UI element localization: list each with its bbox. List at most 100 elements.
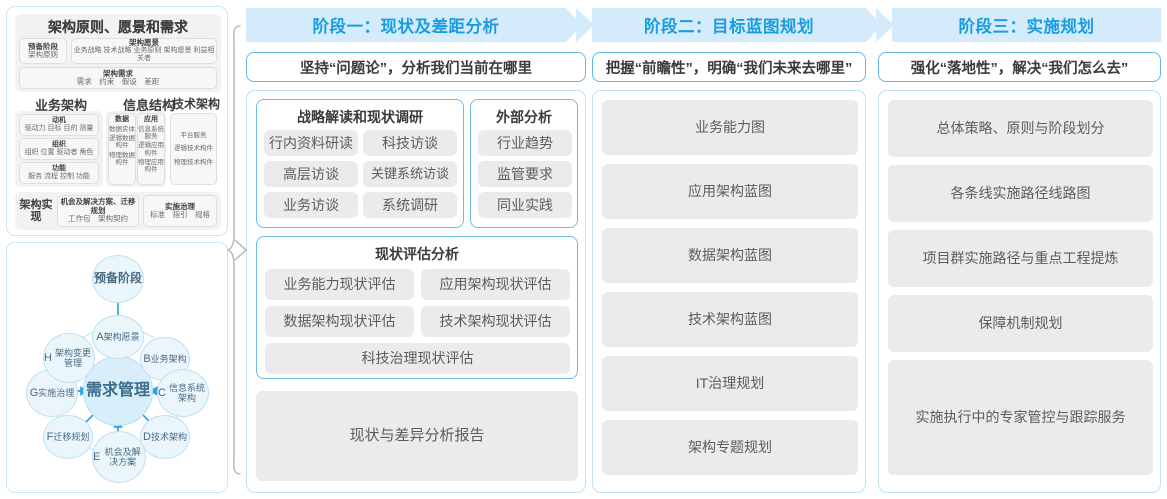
- phase-separator-2-icon: [866, 8, 892, 42]
- chip-line-implementation-roadmap[interactable]: 各条线实施路径线路图: [888, 165, 1153, 222]
- adm-cycle-card: 预备阶段 需求管理 A 架构愿景 B 业务架构 C 信息系统架构: [6, 242, 228, 493]
- chip-business-capability-map[interactable]: 业务能力图: [602, 100, 858, 155]
- chip-it-governance-planning[interactable]: IT治理规划: [602, 356, 858, 411]
- chip-application-architecture-assessment[interactable]: 应用架构现状评估: [421, 269, 570, 300]
- architecture-vision-sub: 业务战略 技术战略 业务原则 架构愿景 利益相关者: [73, 47, 215, 63]
- chip-tech-interview[interactable]: 科技访谈: [363, 130, 457, 156]
- adm-node-c-id: C: [158, 386, 166, 399]
- information-system-service: 信息系统服务: [138, 125, 164, 141]
- chip-internal-docs[interactable]: 行内资料研读: [264, 130, 358, 156]
- technology-architecture-heading: 技术架构: [171, 97, 220, 111]
- chip-architecture-topic-planning[interactable]: 架构专题规划: [602, 420, 858, 475]
- application-column-title: 应用: [144, 116, 158, 123]
- information-structure-heading: 信息结构: [122, 98, 175, 113]
- phase-1-header: 阶段一：现状及差距分析: [246, 8, 566, 42]
- opportunities-migration-box: 机会及解决方案、迁移规划 工作包 架构契约: [57, 195, 139, 227]
- phase-1-report-chip[interactable]: 现状与差异分析报告: [256, 391, 578, 481]
- adm-node-preliminary-label: 预备阶段: [93, 271, 142, 286]
- chip-business-capability-assessment[interactable]: 业务能力现状评估: [265, 269, 414, 300]
- chip-data-architecture-blueprint[interactable]: 数据架构蓝图: [602, 228, 858, 283]
- adm-node-c[interactable]: C 信息系统架构: [157, 369, 209, 417]
- physical-data-component: 物理数据构件: [109, 151, 135, 166]
- phase-1-body: 战略解读和现状调研 行内资料研读 科技访谈 高层访谈 关键系统访谈 业务访谈 系…: [246, 90, 586, 493]
- chip-system-survey[interactable]: 系统调研: [363, 192, 457, 218]
- opportunities-migration-sub: 工作包 架构契约: [68, 214, 128, 224]
- prep-stage-box: 预备阶段 架构原则: [19, 38, 67, 64]
- business-architecture-heading: 业务架构: [34, 98, 87, 113]
- adm-node-e-label: 机会及解决方案: [104, 446, 141, 467]
- adm-node-e[interactable]: E 机会及解决方案: [92, 431, 146, 483]
- motivation-box: 动机 驱动力 目标 目的 测量: [19, 114, 99, 136]
- phase-separator-1-icon: [566, 8, 592, 42]
- realization-label: 架构实现: [19, 199, 53, 224]
- chip-tech-governance-assessment[interactable]: 科技治理现状评估: [265, 343, 570, 374]
- application-column-box: 应用 信息系统服务 逻辑应用构件 物理应用构件: [137, 113, 165, 185]
- chip-data-architecture-assessment[interactable]: 数据架构现状评估: [265, 306, 414, 337]
- prep-stage-title: 预备阶段: [28, 41, 58, 51]
- chip-exec-interview[interactable]: 高层访谈: [264, 161, 358, 187]
- adm-node-b[interactable]: B 业务架构: [140, 337, 190, 381]
- adm-node-a[interactable]: A 架构愿景: [92, 315, 144, 359]
- adm-node-preliminary[interactable]: 预备阶段: [92, 255, 144, 303]
- chip-peer-practices[interactable]: 同业实践: [478, 192, 572, 218]
- adm-node-d[interactable]: D 技术架构: [140, 415, 190, 459]
- organization-title: 组织: [52, 141, 66, 149]
- framework-title-text: 架构原则、愿景和需求: [48, 19, 188, 35]
- architecture-framework-card: 架构原则、愿景和需求 架构原则、愿景和需求 预备阶段 架构原则 架构愿景 业务战…: [6, 6, 228, 236]
- phase-2-subtitle: 把握“前瞻性”，明确“我们未来去哪里”: [592, 52, 866, 82]
- adm-node-a-id: A: [96, 330, 104, 343]
- adm-node-f-id: F: [46, 430, 54, 443]
- function-box: 功能 服务 流程 控制 功能: [19, 162, 99, 184]
- opportunities-migration-title: 机会及解决方案、迁移规划: [60, 197, 136, 215]
- current-state-assessment-title: 现状评估分析: [375, 246, 459, 262]
- adm-node-b-id: B: [143, 352, 151, 365]
- adm-node-d-label: 技术架构: [150, 431, 187, 442]
- physical-technology-component: 物理技术构件: [174, 158, 213, 166]
- chip-technology-architecture-blueprint[interactable]: 技术架构蓝图: [602, 292, 858, 347]
- phase-1-subtitle: 坚持“问题论”，分析我们当前在哪里: [246, 52, 586, 82]
- chip-program-implementation-path[interactable]: 项目群实施路径与重点工程提炼: [888, 230, 1153, 287]
- chip-assurance-mechanism-planning[interactable]: 保障机制规划: [888, 295, 1153, 352]
- architecture-vision-title: 架构愿景: [129, 37, 159, 47]
- strategy-research-title: 战略解读和现状调研: [297, 109, 423, 125]
- organization-box: 组织 组织 位置 驱动者 角色: [19, 138, 99, 160]
- external-analysis-card: 外部分析 行业趋势 监管要求 同业实践: [470, 99, 578, 228]
- logical-application-component: 逻辑应用构件: [138, 142, 164, 157]
- chip-regulatory-requirements[interactable]: 监管要求: [478, 161, 572, 187]
- chip-technology-architecture-assessment[interactable]: 技术架构现状评估: [421, 306, 570, 337]
- current-state-assessment-card: 现状评估分析 业务能力现状评估 应用架构现状评估 数据架构现状评估 技术架构现状…: [256, 236, 578, 379]
- data-column-box: 数据 数据实体 逻辑数据构件 物理数据构件: [108, 113, 136, 185]
- chip-industry-trends[interactable]: 行业趋势: [478, 130, 572, 156]
- adm-node-b-label: 业务架构: [150, 353, 187, 364]
- technology-architecture-panel: 平台服务 逻辑技术构件 物理技术构件: [170, 113, 217, 185]
- organization-sub: 组织 位置 驱动者 角色: [24, 149, 94, 156]
- phase-3-subtitle: 强化“落地性”，解决“我们怎么去”: [878, 52, 1161, 82]
- motivation-title: 动机: [52, 117, 66, 125]
- adm-cycle-diagram: 预备阶段 需求管理 A 架构愿景 B 业务架构 C 信息系统架构: [7, 243, 229, 494]
- adm-node-h-id: H: [44, 351, 52, 364]
- data-column-title: 数据: [115, 116, 129, 123]
- adm-node-h-label: 架构变更管理: [54, 347, 91, 368]
- chip-business-interview[interactable]: 业务访谈: [264, 192, 358, 218]
- implementation-governance-sub: 标准 指引 规格: [150, 210, 210, 219]
- function-sub: 服务 流程 控制 功能: [28, 173, 90, 180]
- adm-node-a-label: 架构愿景: [103, 331, 140, 342]
- chip-key-system-interview[interactable]: 关键系统访谈: [363, 161, 457, 187]
- left-column: 架构原则、愿景和需求 架构原则、愿景和需求 预备阶段 架构原则 架构愿景 业务战…: [6, 6, 228, 493]
- architecture-requirements-sub: 需求 约束 假设 差距: [76, 77, 160, 86]
- adm-node-h[interactable]: H 架构变更管理: [43, 333, 95, 383]
- function-title: 功能: [52, 165, 66, 173]
- adm-node-g-id: G: [29, 386, 39, 399]
- chip-overall-strategy[interactable]: 总体策略、原则与阶段划分: [888, 100, 1153, 157]
- strategy-research-card: 战略解读和现状调研 行内资料研读 科技访谈 高层访谈 关键系统访谈 业务访谈 系…: [256, 99, 464, 228]
- adm-node-f[interactable]: F 迁移规划: [43, 415, 93, 459]
- chip-expert-control-tracking[interactable]: 实施执行中的专家管控与跟踪服务: [888, 360, 1153, 475]
- prep-stage-sub: 架构原则: [28, 50, 58, 59]
- logical-data-component: 逻辑数据构件: [109, 135, 135, 150]
- physical-application-component: 物理应用构件: [138, 158, 164, 174]
- architecture-requirements-title: 架构需求: [103, 68, 133, 78]
- adm-node-d-id: D: [143, 430, 151, 443]
- adm-node-f-label: 迁移规划: [53, 431, 90, 442]
- architecture-requirements-box: 架构需求 需求 约束 假设 差距: [19, 67, 217, 89]
- chip-application-architecture-blueprint[interactable]: 应用架构蓝图: [602, 164, 858, 219]
